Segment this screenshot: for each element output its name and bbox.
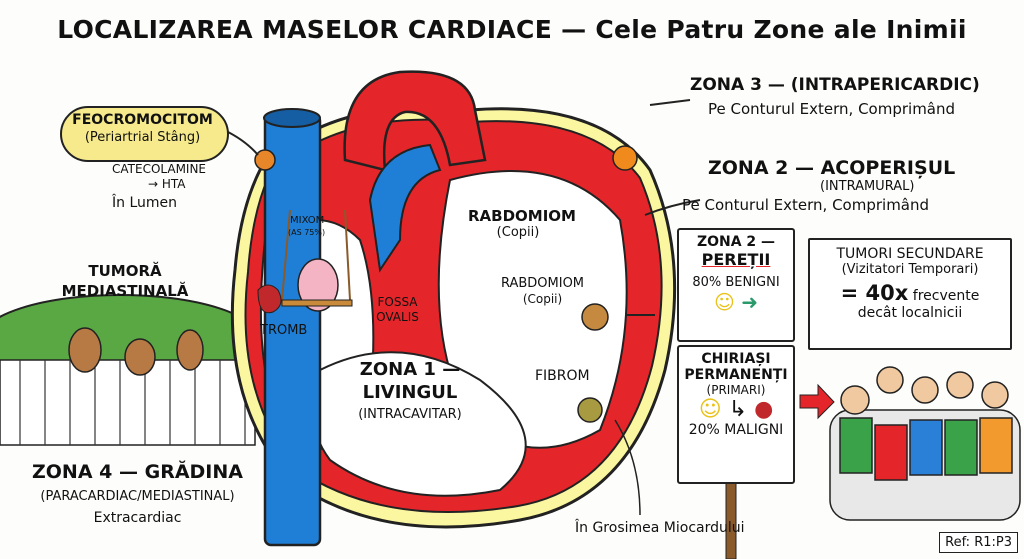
zona4-label: ZONA 4 — GRĂDINA [32, 461, 243, 483]
fibrom-tumor [577, 397, 603, 423]
secondary-title: TUMORI SECUNDARE [836, 246, 984, 262]
rabdomiom-tumor [581, 303, 609, 331]
secondary-multiplier: = 40x [840, 281, 909, 305]
grosime-label: În Grosimea Miocardului [575, 520, 745, 536]
mixom-sub: (AS 75%) [288, 228, 326, 237]
aorta [343, 70, 487, 172]
tumor-mediastinal-label-2: MEDIASTINALĂ [61, 282, 189, 300]
tumor-mediastinal-label: TUMORĂ [88, 262, 162, 280]
permanent-title-2: PERMANENȚI [684, 367, 788, 383]
zona1-label: ZONA 1 — [359, 359, 461, 380]
rabdomiom-copii: (Copii) [496, 225, 540, 240]
permanent-title-1: CHIRIAȘI [701, 351, 771, 367]
arrow-to-crowd-icon [799, 383, 835, 420]
tromb-label: TROMB [260, 323, 308, 338]
benign-stat: 80% BENIGNI [692, 275, 780, 290]
zona2-sub: Pe Conturul Extern, Comprimând [682, 196, 930, 214]
rabdomiom-copii-2: (Copii) [522, 292, 563, 306]
pulmonary-vessel [368, 143, 442, 273]
mixom-label: MIXOM [290, 215, 325, 226]
zona4-sub2: Extracardiac [93, 510, 182, 526]
feocromocitom-bubble [60, 106, 229, 162]
primari-label: (PRIMARI) [706, 383, 766, 397]
ovalis-label: OVALIS [376, 310, 419, 324]
fossa-label: FOSSA [377, 295, 418, 309]
zona3-label: ZONA 3 — (INTRAPERICARDIC) [690, 75, 980, 95]
zona4-sub: (PARACARDIAC/MEDIASTINAL) [40, 489, 235, 504]
sign-zona2-title: ZONA 2 — [696, 234, 776, 250]
right-chamber [437, 170, 628, 449]
rabdomiom-label: RABDOMIOM [468, 207, 576, 225]
page-title: LOCALIZAREA MASELOR CARDIACE — Cele Patr… [57, 15, 967, 44]
zona2-mid: (INTRAMURAL) [820, 179, 915, 194]
secondary-sub: (Vizitatori Temporari) [841, 262, 979, 277]
mixom-character [297, 258, 339, 312]
smiley-icon: ☺ ➜ [714, 290, 758, 314]
sign-zona2-walls: ZONA 2 — PEREȚII 80% BENIGNI ☺ ➜ [677, 228, 795, 342]
garden-hedge [0, 294, 261, 446]
secondary-locals: decât localnicii [857, 305, 963, 321]
zona3-sub: Pe Conturul Extern, Comprimând [708, 100, 956, 118]
feocromocitom-location: (Periartrial Stâng) [84, 130, 201, 145]
sign-zona2-walls-title: PEREȚII [701, 250, 771, 269]
hta-label: → HTA [148, 177, 186, 191]
lower-chamber [311, 351, 527, 497]
sign-permanent-tenants: CHIRIAȘI PERMANENȚI (PRIMARI) ☺ ↳ ● 20% … [677, 345, 795, 484]
zona2-label: ZONA 2 — ACOPERIȘUL [708, 157, 956, 179]
fibrom-label: FIBROM [535, 368, 590, 384]
zona1-label-2: LIVINGUL [362, 382, 458, 403]
feocromocitom-label: FEOCROMOCITOM [72, 112, 213, 128]
reference-label: Ref: R1:P3 [939, 532, 1018, 553]
in-lumen-label: În Lumen [112, 195, 178, 211]
catecolamine-label: CATECOLAMINE [112, 162, 207, 176]
crowd-of-visitors [829, 366, 1021, 521]
secondary-frequent: frecvente [912, 288, 980, 304]
smiley-to-angry-icon: ☺ ↳ ● [698, 397, 774, 422]
tromb-character [257, 284, 282, 314]
rabdomiom-label-2: RABDOMIOM [500, 276, 585, 291]
secondary-tumors-bubble: TUMORI SECUNDARE (Vizitatori Temporari) … [808, 238, 1012, 350]
zona1-sub: (INTRACAVITAR) [358, 407, 462, 422]
malign-stat: 20% MALIGNI [688, 422, 784, 438]
pericardial-tumor [612, 145, 638, 171]
feocromocitom-tumor [254, 149, 276, 171]
